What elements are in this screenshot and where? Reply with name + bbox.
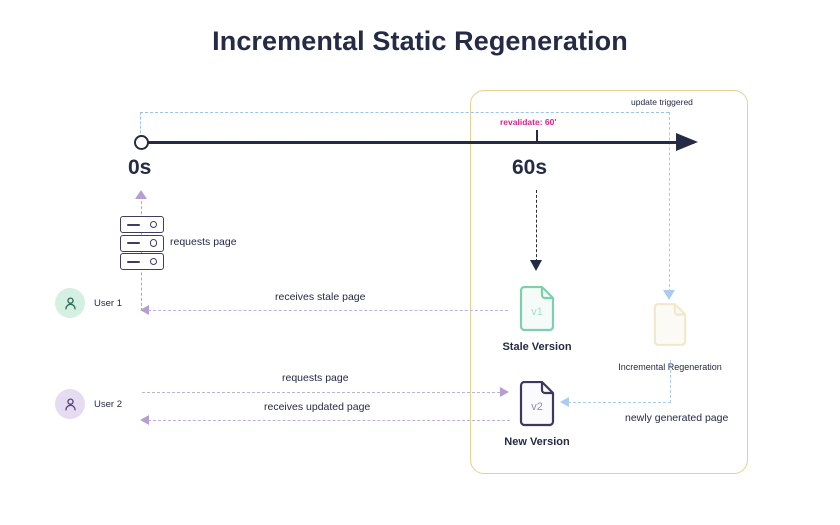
document-incremental-regeneration	[652, 303, 688, 352]
update-triggered-label: update triggered	[631, 97, 693, 107]
message-label-newly-generated: newly generated page	[625, 412, 729, 424]
dashed-connector-left-vertical	[140, 112, 141, 138]
dashed-connector-right-vertical	[669, 112, 670, 292]
arrow-down-to-stale-icon	[530, 260, 542, 271]
timeline-axis	[146, 141, 694, 144]
person-icon	[64, 296, 76, 309]
revalidation-region-box	[470, 90, 748, 474]
file-version-v1: v1	[531, 306, 543, 318]
avatar	[55, 389, 85, 419]
document-new-version: v2	[518, 380, 556, 432]
server-row	[120, 253, 164, 270]
arrow-down-to-regeneration-icon	[663, 290, 675, 300]
file-icon	[653, 303, 687, 346]
arrow-up-to-timeline-icon	[135, 190, 147, 199]
arrow-left-receives-stale-icon	[140, 305, 149, 315]
server-row	[120, 234, 164, 252]
timeline-tick-60s	[536, 130, 539, 143]
message-line-receives-stale	[148, 310, 508, 311]
file-icon: v2	[519, 380, 555, 427]
server-bar	[127, 242, 140, 244]
message-label-requests-page: requests page	[282, 372, 349, 384]
server-row	[120, 216, 164, 233]
arrow-right-requests-page-icon	[500, 387, 509, 397]
arrow-left-newly-generated-icon	[560, 397, 569, 407]
document-label-new-version: New Version	[504, 436, 570, 448]
server-request-label: requests page	[170, 236, 237, 248]
message-label-receives-stale: receives stale page	[275, 291, 366, 303]
server-icon	[120, 216, 164, 272]
timeline-label-60s: 60s	[512, 156, 548, 179]
server-bar	[127, 260, 140, 263]
document-label-incremental-regeneration: Incremental Regeneration	[618, 362, 722, 372]
timeline-start-dot-icon	[134, 135, 149, 150]
message-line-receives-updated	[148, 420, 510, 421]
document-label-stale-version: Stale Version	[502, 341, 572, 353]
dashed-connector-regen-down	[670, 360, 671, 403]
message-line-newly-generated	[568, 402, 671, 403]
server-led-icon	[149, 257, 157, 266]
document-stale-version: v1	[518, 285, 556, 337]
user-1: User 1	[55, 288, 122, 318]
file-version-v2: v2	[531, 401, 543, 413]
message-label-receives-updated: receives updated page	[264, 401, 371, 413]
user-1-label: User 1	[94, 297, 122, 309]
dashed-connector-60s-to-stale	[536, 190, 537, 262]
revalidate-label: revalidate: 60'	[500, 117, 557, 127]
page-title: Incremental Static Regeneration	[212, 26, 628, 56]
server-bar	[127, 223, 140, 226]
server-led-icon	[149, 220, 157, 229]
person-icon	[64, 397, 76, 410]
dashed-connector-top-horizontal	[140, 112, 669, 113]
avatar	[55, 288, 85, 318]
message-line-requests-page	[142, 392, 500, 393]
user-2-label: User 2	[94, 398, 122, 410]
server-led-icon	[149, 239, 157, 247]
arrow-left-receives-updated-icon	[140, 415, 149, 425]
timeline-arrowhead-icon	[676, 133, 698, 151]
file-icon: v1	[519, 285, 555, 332]
user-2: User 2	[55, 389, 122, 419]
timeline-label-start: 0s	[128, 156, 152, 179]
